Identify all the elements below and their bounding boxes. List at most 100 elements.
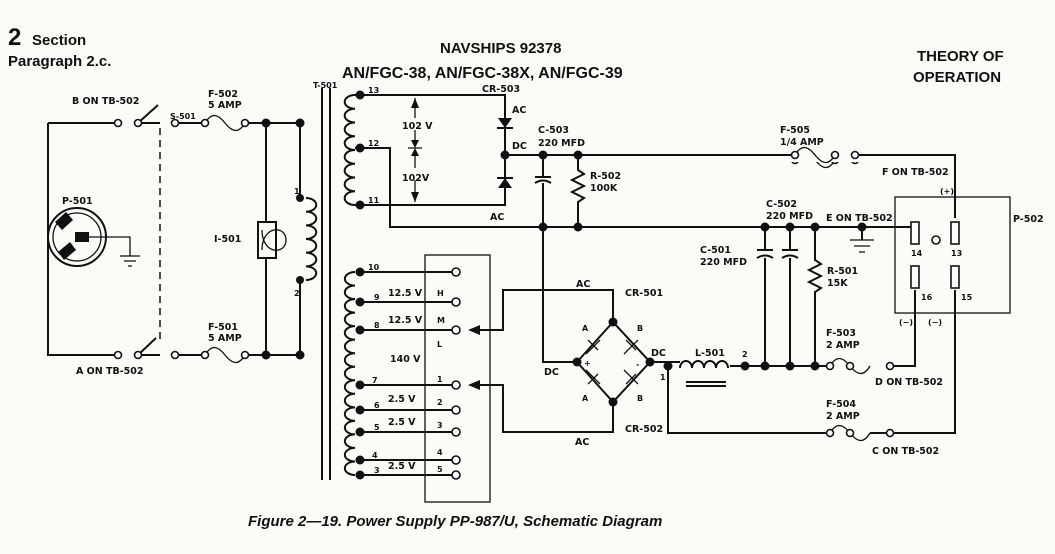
label-pri2: 2 [294, 289, 300, 298]
label-f504-rating: 2 AMP [826, 411, 860, 422]
section-number: 2 [8, 24, 21, 51]
theory-line2: OPERATION [913, 69, 1001, 86]
label-node2: 2 [742, 350, 748, 359]
lamp-i501 [257, 221, 277, 259]
label-r502-value: 100K [590, 183, 618, 194]
label-c501-value: 220 MFD [700, 257, 747, 268]
label-tap5: 5 [374, 423, 380, 432]
label-tb-4: 4 [437, 448, 443, 457]
label-tap6: 6 [374, 401, 380, 410]
terminal-b-on-tb502 [113, 118, 123, 128]
primary-circuit [47, 104, 318, 364]
label-c-on-tb502: C ON TB-502 [872, 446, 939, 457]
primary-coil [305, 197, 318, 281]
label-2-5v-a: 2.5 V [388, 394, 416, 405]
label-tb-5: 5 [437, 465, 443, 474]
label-pin15: 15 [961, 293, 973, 302]
label-tb-m: M [437, 316, 445, 325]
tap-node [355, 470, 365, 480]
label-c503: C-503 [538, 125, 569, 136]
label-r502: R-502 [590, 171, 621, 182]
label-ac-cr501: AC [576, 279, 590, 290]
label-tb-h: H [437, 289, 444, 298]
label-f503-rating: 2 AMP [826, 340, 860, 351]
label-dc-cr503: DC [512, 141, 527, 152]
fuse-f505 [794, 146, 836, 164]
label-c502-value: 220 MFD [766, 211, 813, 222]
pin-16 [910, 265, 920, 289]
label-cr501: CR-501 [625, 288, 663, 299]
switch-blade [137, 104, 159, 356]
label-minus-16: (−) [899, 318, 913, 327]
label-tap8: 8 [374, 321, 380, 330]
tap-node [355, 325, 365, 335]
label-bridge-minus: - [636, 360, 639, 369]
label-node1: 1 [660, 373, 666, 382]
label-d-on-tb502: D ON TB-502 [875, 377, 943, 388]
label-t501: T-501 [313, 81, 338, 90]
tap-node [355, 455, 365, 465]
fuse-f501 [204, 346, 246, 364]
inductor-l501 [679, 360, 729, 369]
pin-14 [910, 221, 920, 245]
label-i501: I-501 [214, 234, 241, 245]
figure-caption: Figure 2—19. Power Supply PP-987/U, Sche… [248, 513, 662, 530]
label-f501: F-501 [208, 322, 238, 333]
label-p501: P-501 [62, 196, 93, 207]
label-e-on-tb502: E ON TB-502 [826, 213, 893, 224]
label-c502: C-502 [766, 199, 797, 210]
theory-line1: THEORY OF [917, 48, 1004, 65]
label-b-on-tb502: B ON TB-502 [72, 96, 139, 107]
paragraph-label: Paragraph 2.c. [8, 53, 111, 70]
label-bridge-plus: + [584, 359, 591, 368]
label-pin14: 14 [911, 249, 923, 258]
label-f501-rating: 5 AMP [208, 333, 242, 344]
label-a-upper: A [582, 324, 589, 333]
label-tb-1: 1 [437, 375, 443, 384]
label-tap10: 10 [368, 263, 380, 272]
label-cr502: CR-502 [625, 424, 663, 435]
label-l501: L-501 [695, 348, 725, 359]
label-f505: F-505 [780, 125, 810, 136]
label-f505-rating: 1/4 AMP [780, 137, 824, 148]
fuse-f502 [204, 114, 246, 132]
label-pri1: 1 [294, 187, 300, 196]
label-minus-15: (−) [928, 318, 942, 327]
label-tb-2: 2 [437, 398, 443, 407]
tap-node [355, 380, 365, 390]
label-dc-left: DC [544, 367, 559, 378]
label-tb-l: L [437, 340, 442, 349]
label-c501: C-501 [700, 245, 731, 256]
label-2-5v-b: 2.5 V [388, 417, 416, 428]
label-pin16: 16 [921, 293, 933, 302]
label-cr503: CR-503 [482, 84, 520, 95]
label-plus: (+) [940, 187, 954, 196]
label-tap3: 3 [374, 466, 380, 475]
label-b-upper: B [637, 324, 643, 333]
label-r501: R-501 [827, 266, 858, 277]
label-p502: P-502 [1013, 214, 1044, 225]
label-tap7: 7 [372, 376, 378, 385]
label-102v-upper: 102 V [402, 121, 433, 132]
ground-icon-e [850, 239, 874, 253]
label-tap4: 4 [372, 451, 378, 460]
label-dc-right: DC [651, 348, 666, 359]
label-f502-rating: 5 AMP [208, 100, 242, 111]
label-ac-cr502: AC [575, 437, 589, 448]
label-a-lower: A [582, 394, 589, 403]
label-102v-lower: 102V [402, 173, 430, 184]
label-2-5v-c: 2.5 V [388, 461, 416, 472]
label-ac-top: AC [512, 105, 526, 116]
label-tb-3: 3 [437, 421, 443, 430]
label-c503-value: 220 MFD [538, 138, 585, 149]
label-f504: F-504 [826, 399, 856, 410]
label-s501: S-501 [170, 112, 196, 121]
tap-node [355, 297, 365, 307]
terminal-board [424, 254, 491, 503]
doc-number: NAVSHIPS 92378 [440, 40, 561, 57]
label-a-on-tb502: A ON TB-502 [76, 366, 144, 377]
label-ac-bottom: AC [490, 212, 504, 223]
ground-icon [89, 236, 140, 267]
tap-node [355, 405, 365, 415]
